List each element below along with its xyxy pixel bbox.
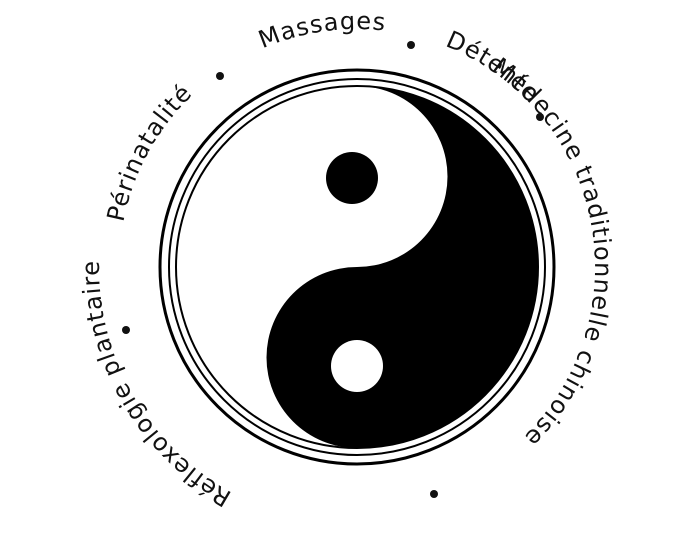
separator-dot	[216, 72, 224, 80]
label-perinatalite: Périnatalité	[102, 79, 198, 224]
separator-dot	[407, 41, 415, 49]
label-massages: Massages	[255, 7, 388, 54]
separator-dots	[122, 41, 544, 498]
separator-dot	[430, 490, 438, 498]
yin-yang-symbol	[175, 85, 539, 449]
yin-dot	[326, 152, 378, 204]
yang-dot	[331, 340, 383, 392]
outer-ring	[158, 68, 556, 466]
inner-ring	[168, 78, 546, 456]
separator-dot	[536, 113, 544, 121]
separator-dot	[122, 326, 130, 334]
